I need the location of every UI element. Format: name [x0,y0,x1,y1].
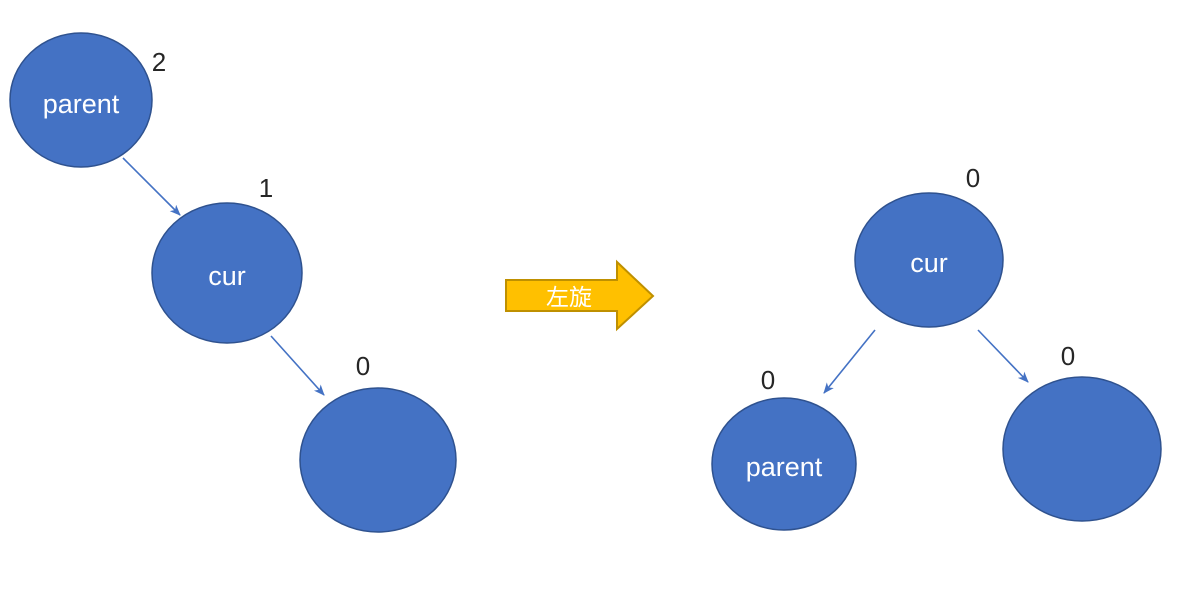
after-edge-cur-to-right-child [977,329,1029,383]
after-node-right-child [1002,376,1162,522]
after-edge-cur-to-parent [823,329,876,394]
after-node-cur [854,192,1004,328]
before-node-parent [9,32,153,168]
before-node-parent-label: parent [43,89,120,119]
block-arrow-label: 左旋 [546,284,592,310]
after-right-child-balance-factor: 0 [1061,341,1075,371]
left-rotation-arrow: 左旋 [505,259,655,332]
after-node-parent [711,397,857,531]
block-arrow-shape [505,259,655,332]
after-tree: cur 0 parent 0 0 [711,163,1162,531]
after-node-parent-label: parent [746,452,823,482]
before-edge-parent-to-cur [122,157,181,216]
after-parent-balance-factor: 0 [761,365,775,395]
before-parent-balance-factor: 2 [152,47,166,77]
before-tree: parent 2 cur 1 0 [9,32,457,533]
after-cur-balance-factor: 0 [966,163,980,193]
before-right-child-balance-factor: 0 [356,351,370,381]
before-edge-cur-to-right-child [270,335,325,396]
before-node-cur [151,202,303,344]
before-node-right-child [299,387,457,533]
before-node-cur-label: cur [208,261,246,291]
after-node-cur-label: cur [910,248,948,278]
before-cur-balance-factor: 1 [259,173,273,203]
